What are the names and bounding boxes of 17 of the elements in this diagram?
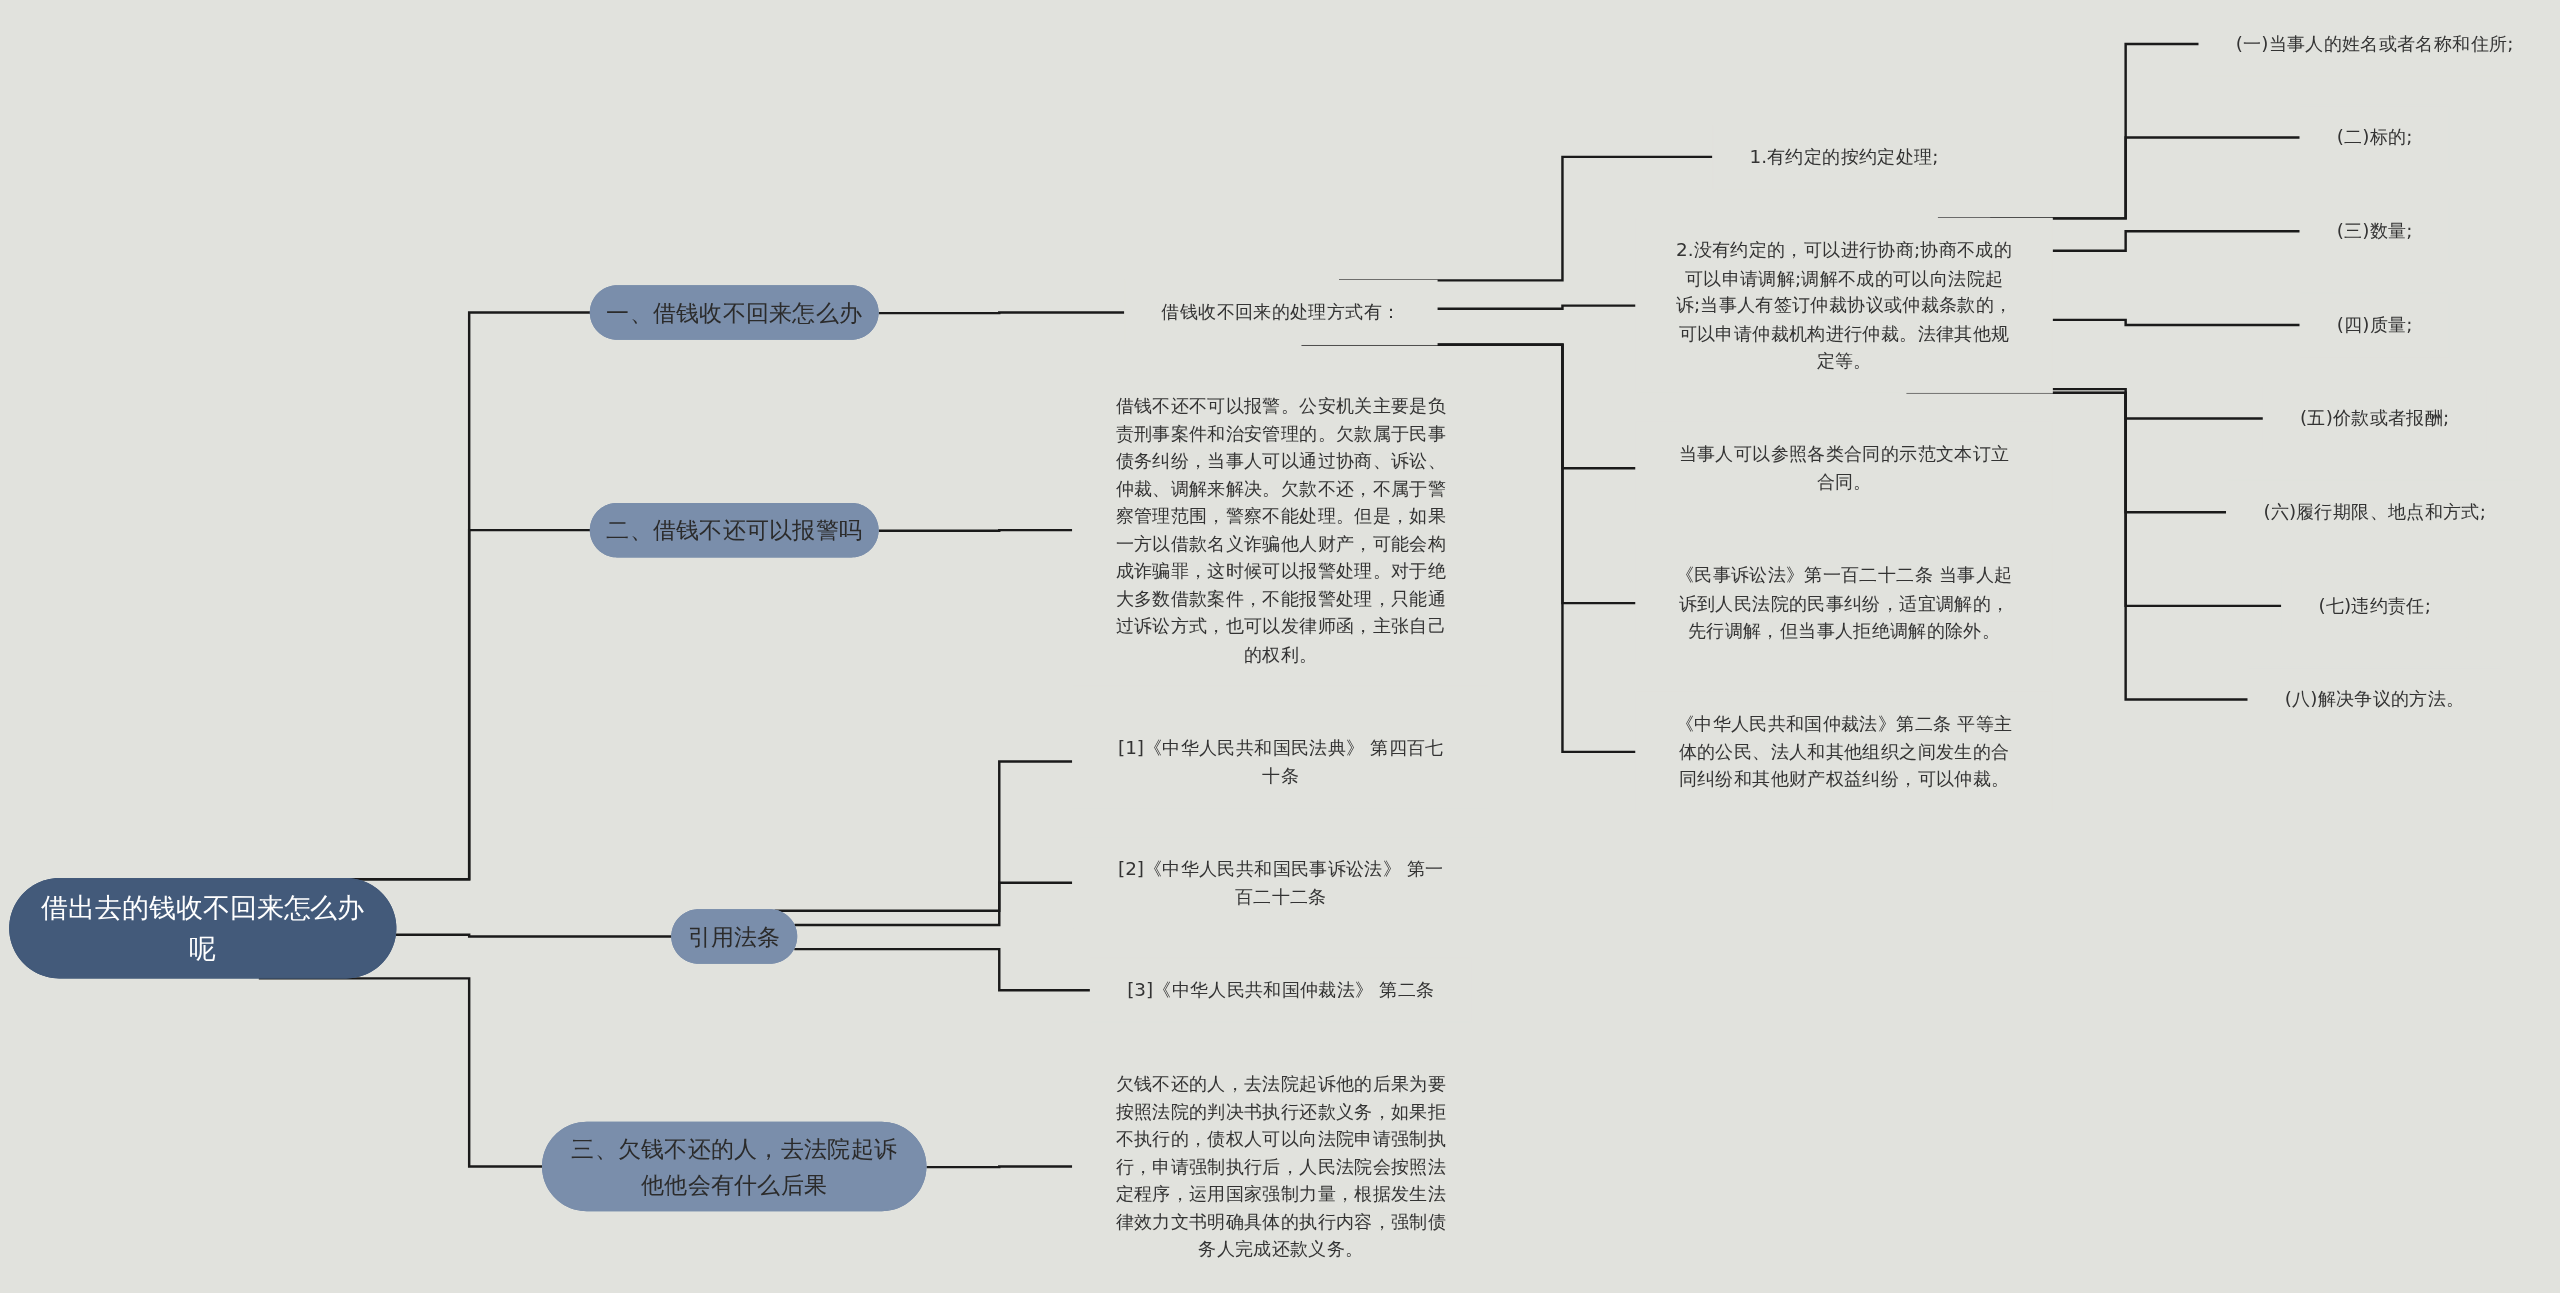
node-text: (七)违约责任; — [2318, 594, 2431, 617]
node-text: 1.有约定的按约定处理; — [1749, 145, 1939, 168]
node-text: 借钱不还不可以报警。公安机关主要是负责刑事案件和治安管理的。欠款属于民事债务纠纷，当事人可以通过协商、诉讼、仲裁、调解来解决。欠款不还，不属于警察管理范围，警察不能处理。但是，如果一方以借款名义诈骗他人财产，可能会构成诈骗罪，这时候可以报警处理。对于绝大多数借款案件，不能报警处理，只能通过诉讼方式，也可以发律师函，主张自己的权利。 — [1115, 394, 1447, 665]
node-text: (六)履行期限、地点和方式; — [2263, 500, 2486, 523]
node-text: [3]《中华人民共和国仲裁法》 第二条 — [1127, 978, 1435, 1001]
node-text: 欠钱不还的人，去法院起诉他的后果为要按照法院的判决书执行还款义务，如果拒不执行的，债权人可以向法院申请强制执行，申请强制执行后，人民法院会按照法定程序，运用国家强制力量，根据发生法律效力文书明确具体的执行内容，强制债务人完成还款义务。 — [1115, 1072, 1447, 1260]
node-text: (八)解决争议的方法。 — [2284, 688, 2465, 711]
node-text: (一)当事人的姓名或者名称和住所; — [2235, 32, 2514, 55]
node-text: [1]《中华人民共和国民法典》 第四百七十条 — [1118, 736, 1444, 786]
node-text: [2]《中华人民共和国民事诉讼法》 第一百二十二条 — [1118, 857, 1444, 908]
node-text: (二)标的; — [2336, 126, 2413, 149]
node-text: (四)质量; — [2336, 313, 2413, 336]
node-text: (五)价款或者报酬; — [2300, 407, 2450, 430]
node-text: 当事人可以参照各类合同的示范文本订立合同。 — [1678, 443, 2010, 493]
node-text: (三)数量; — [2336, 219, 2413, 242]
node-text: 《中华人民共和国仲裁法》第二条 平等主体的公民、法人和其他组织之间发生的合同纠纷和其他财产权益纠纷，可以仲裁。 — [1675, 713, 2013, 791]
node-text: 《民事诉讼法》第一百二十二条 当事人起诉到人民法院的民事纠纷，适宜调解的，先行调解，但当事人拒绝调解的除外。 — [1675, 564, 2013, 642]
